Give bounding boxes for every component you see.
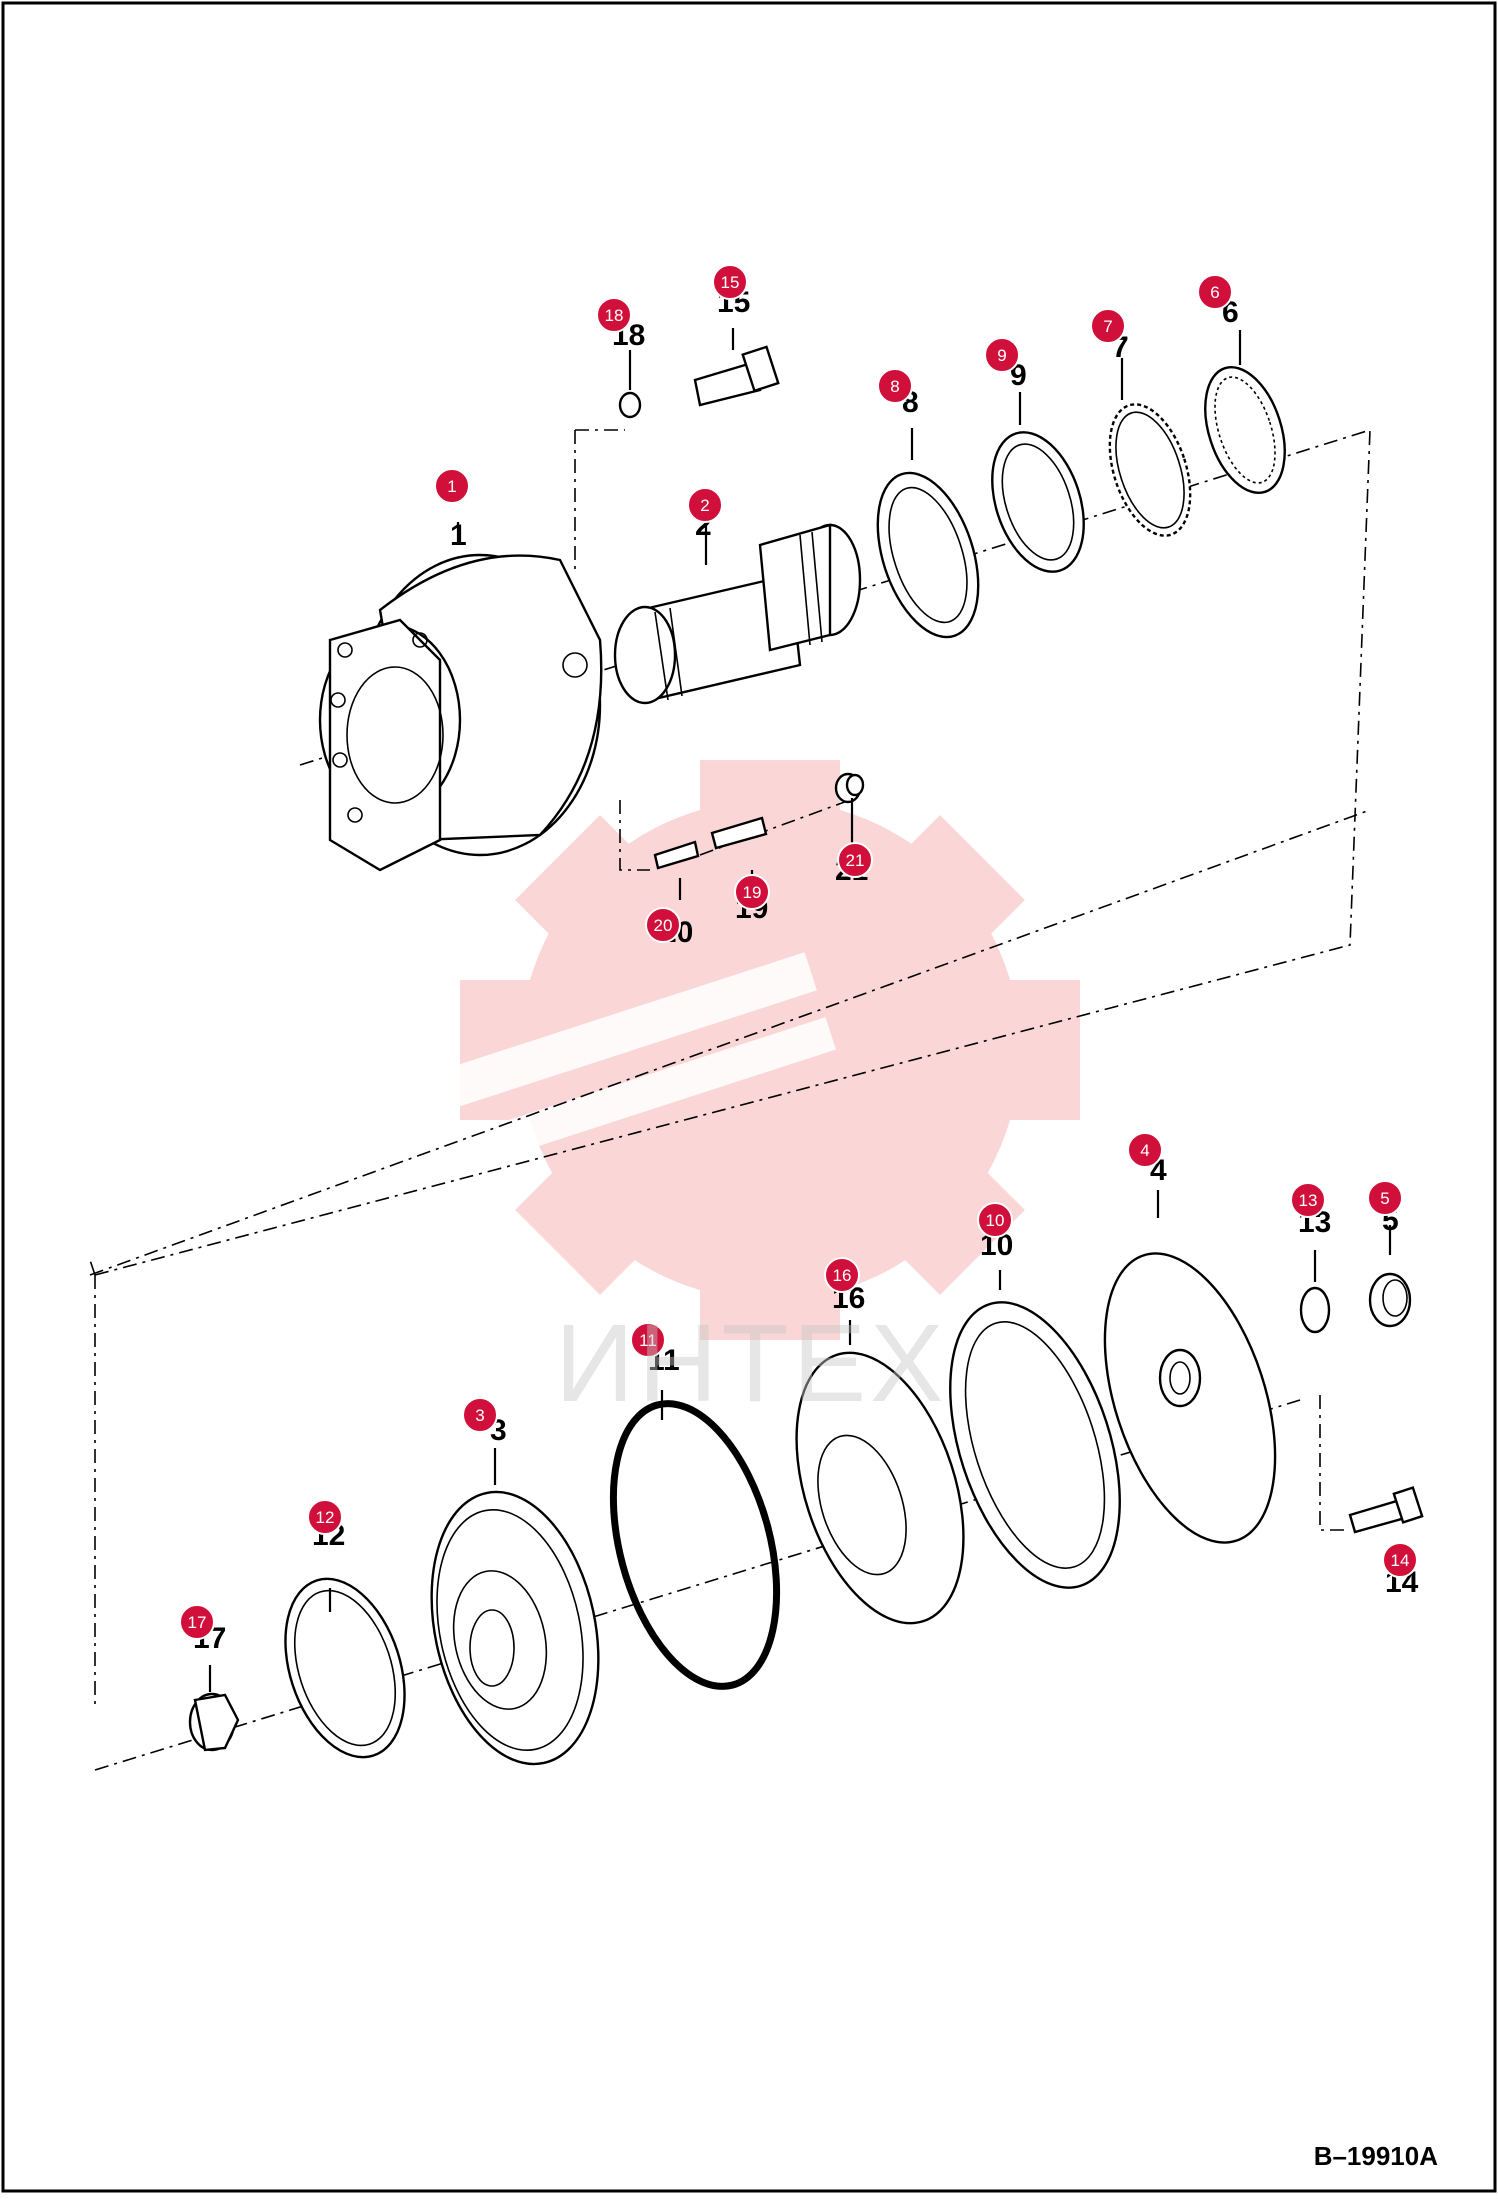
part-thrust-washer[interactable] [859, 460, 997, 649]
part-pin[interactable] [653, 840, 700, 870]
part-backup-ring[interactable] [765, 1332, 994, 1645]
callout-11[interactable]: 11 [630, 1322, 666, 1358]
part-bolt-upper[interactable] [693, 345, 780, 407]
svg-text:13: 13 [1299, 1191, 1318, 1210]
svg-text:18: 18 [605, 306, 624, 325]
callout-5[interactable]: 5 [1367, 1180, 1403, 1216]
part-toothed-disc[interactable] [1095, 394, 1206, 546]
callout-20[interactable]: 20 [645, 907, 681, 943]
part-o-ring-large[interactable] [585, 1386, 805, 1705]
watermark-text: ИНТЕХ [555, 1302, 948, 1425]
callout-12[interactable]: 12 [307, 1499, 343, 1535]
svg-text:10: 10 [986, 1211, 1005, 1230]
callout-16[interactable]: 16 [824, 1257, 860, 1293]
callout-1[interactable]: 1 [434, 468, 470, 504]
part-shaft[interactable] [613, 523, 862, 705]
callout-3[interactable]: 3 [462, 1397, 498, 1433]
part-seal-13[interactable] [1299, 1286, 1331, 1334]
part-housing[interactable] [318, 553, 603, 872]
part-gasket[interactable] [918, 1281, 1152, 1609]
svg-text:9: 9 [997, 346, 1006, 365]
svg-text:3: 3 [475, 1406, 484, 1425]
svg-text:19: 19 [743, 883, 762, 902]
svg-text:1: 1 [447, 477, 456, 496]
callout-13[interactable]: 13 [1290, 1182, 1326, 1218]
part-piston[interactable] [408, 1476, 622, 1779]
callout-2[interactable]: 2 [687, 487, 723, 523]
figure-id: B–19910A [1313, 2141, 1438, 2171]
part-cover-plate[interactable] [1072, 1232, 1307, 1564]
part-cap[interactable] [188, 1692, 240, 1752]
callout-18[interactable]: 18 [596, 297, 632, 333]
svg-text:8: 8 [890, 377, 899, 396]
svg-text:7: 7 [1103, 317, 1112, 336]
callout-21[interactable]: 21 [837, 842, 873, 878]
callout-17[interactable]: 17 [179, 1604, 215, 1640]
svg-text:21: 21 [846, 851, 865, 870]
svg-text:17: 17 [188, 1613, 207, 1632]
callout-7[interactable]: 7 [1090, 308, 1126, 344]
part-separator-plate[interactable] [976, 421, 1100, 584]
part-plug[interactable] [834, 772, 865, 804]
callout-14[interactable]: 14 [1382, 1542, 1418, 1578]
callout-badges: 1 2 3 4 5 6 7 8 9 10 11 12 13 14 15 16 1… [179, 264, 1418, 1640]
part-friction-disc[interactable] [1191, 357, 1300, 503]
svg-text:11: 11 [639, 1331, 657, 1350]
callout-10[interactable]: 10 [977, 1202, 1013, 1238]
callout-8[interactable]: 8 [877, 368, 913, 404]
part-nut-5[interactable] [1368, 1272, 1412, 1328]
part-number-1: 1 [450, 519, 467, 552]
callout-15[interactable]: 15 [712, 264, 748, 300]
svg-text:12: 12 [316, 1508, 335, 1527]
part-spring-pin[interactable] [710, 816, 768, 850]
callout-6[interactable]: 6 [1197, 274, 1233, 310]
svg-text:4: 4 [1140, 1141, 1149, 1160]
callout-9[interactable]: 9 [984, 337, 1020, 373]
callout-4[interactable]: 4 [1127, 1132, 1163, 1168]
svg-text:14: 14 [1391, 1551, 1410, 1570]
svg-text:20: 20 [654, 916, 673, 935]
part-small-o-ring[interactable] [618, 391, 642, 419]
part-bolt-lower[interactable] [1348, 1486, 1424, 1534]
svg-text:6: 6 [1210, 283, 1219, 302]
callout-19[interactable]: 19 [734, 874, 770, 910]
svg-text:5: 5 [1380, 1189, 1389, 1208]
watermark-gear-logo [443, 760, 1080, 1340]
svg-text:16: 16 [833, 1266, 852, 1285]
svg-text:15: 15 [721, 273, 740, 292]
part-ring-12[interactable] [264, 1564, 425, 1773]
svg-text:2: 2 [700, 496, 709, 515]
